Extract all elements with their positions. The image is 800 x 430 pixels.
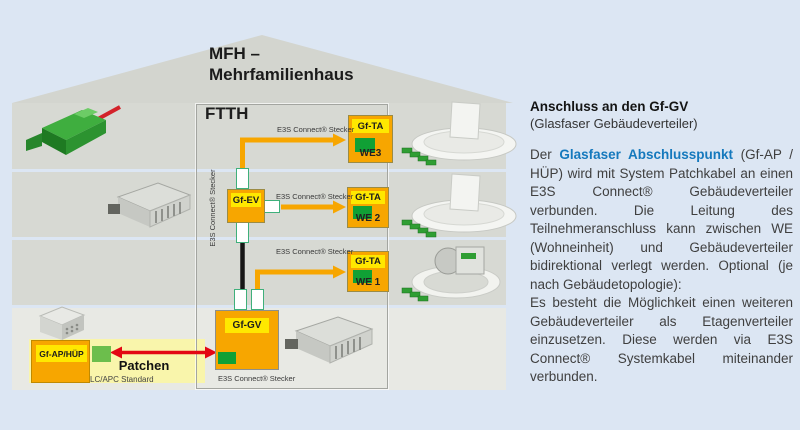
gf-ap-port — [92, 346, 111, 362]
sidebar-heading: Anschluss an den Gf-GV — [530, 99, 689, 114]
fiber-connector-photo — [26, 105, 121, 155]
stecker-label-we3: E3S Connect® Stecker — [277, 125, 355, 134]
gf-gv-label: Gf-GV — [225, 318, 269, 333]
e3s-connector-gv-left — [234, 289, 247, 310]
gf-gv-port — [218, 352, 236, 364]
roof-shape — [12, 35, 513, 103]
gf-ta-box-we2: Gf-TA WE 2 — [347, 187, 389, 228]
gf-ta-label: Gf-TA — [352, 119, 389, 133]
gf-gv-box: Gf-GV — [215, 310, 279, 370]
e3s-connector-ev-top — [236, 168, 249, 189]
wall-outlet-photo-we3 — [401, 101, 517, 166]
wall-outlet-photo-we2 — [401, 173, 517, 238]
stecker-label-gv: E3S Connect® Stecker — [218, 374, 296, 383]
sidebar-subheading: (Glasfaser Gebäudeverteiler) — [530, 116, 698, 131]
distribution-box-photo-bottom — [285, 316, 374, 364]
box-ribs — [155, 202, 181, 223]
house-title: MFH – Mehrfamilienhaus — [209, 43, 354, 85]
mini-front — [40, 316, 62, 340]
p1-after: (Gf-AP / HÜP) wird mit System Patchkabel… — [530, 147, 793, 292]
flush-box — [455, 246, 485, 275]
connector-side — [66, 120, 106, 155]
unit-label-we1: WE 1 — [355, 277, 381, 288]
box-cable-gland — [285, 339, 298, 349]
green-pigtails — [401, 147, 437, 166]
gf-ta-box-we3: Gf-TA WE3 — [348, 115, 393, 163]
outlet-plate — [449, 173, 481, 212]
e3s-connector-gv-right — [251, 289, 264, 310]
sidebar-paragraph-2: Es besteht die Möglichkeit einen weitere… — [530, 295, 793, 384]
e3s-connector-ev-right — [263, 200, 280, 213]
connector-front — [42, 128, 66, 155]
stecker-label-we2: E3S Connect® Stecker — [276, 192, 354, 201]
box-side — [329, 328, 373, 364]
green-pigtails — [401, 287, 429, 302]
gf-ap-box: Gf-AP/HÜP — [31, 340, 90, 383]
gf-ev-label: Gf-EV — [231, 193, 261, 207]
gf-ap-label: Gf-AP/HÜP — [36, 345, 87, 362]
stecker-label-vertical: E3S Connect® Stecker — [208, 169, 217, 247]
stecker-label-we1: E3S Connect® Stecker — [276, 247, 354, 256]
flush-box-label — [461, 253, 476, 259]
gf-ta-label: Gf-TA — [351, 255, 385, 268]
box-front — [118, 197, 150, 227]
box-ribs — [335, 337, 361, 359]
green-pigtails — [401, 219, 437, 238]
mini-distributor-photo — [38, 306, 86, 340]
red-fiber-cable — [97, 105, 121, 121]
distribution-box-photo-left — [108, 182, 192, 228]
unit-label-we2: WE 2 — [355, 213, 381, 224]
patch-standard-label: LC/APC Standard — [90, 375, 154, 384]
box-cable-gland — [108, 204, 120, 214]
house-title-line1: MFH – — [209, 44, 260, 63]
unit-label-we3: WE3 — [359, 148, 382, 159]
connector-boot — [26, 133, 42, 151]
patch-label: Patchen — [118, 358, 170, 373]
gf-ta-box-we1: Gf-TA WE 1 — [347, 251, 389, 292]
gf-ta-port — [353, 270, 372, 283]
house-title-line2: Mehrfamilienhaus — [209, 65, 354, 84]
house-roof — [12, 35, 513, 103]
p1-before: Der — [530, 147, 560, 162]
gf-ta-label: Gf-TA — [351, 191, 385, 204]
e3s-connector-ev-bottom — [236, 222, 249, 243]
outlet-plate — [449, 101, 481, 140]
connector-latch — [74, 108, 98, 118]
sidebar-text: Anschluss an den Gf-GV (Glasfaser Gebäud… — [530, 98, 793, 387]
ftth-frame — [196, 104, 388, 389]
gf-ta-port — [353, 206, 372, 219]
gf-ev-box: Gf-EV — [227, 189, 265, 223]
ftth-label: FTTH — [205, 104, 249, 123]
mini-ports — [65, 323, 79, 335]
sidebar-paragraph-1: Der Glasfaser Abschlusspunkt (Gf-AP / HÜ… — [530, 146, 793, 294]
p1-highlight: Glasfaser Abschlusspunkt — [559, 147, 734, 162]
ceiling-outlet-photo-we1 — [401, 246, 501, 302]
gf-ta-port — [355, 138, 375, 152]
connector-top — [42, 110, 106, 140]
box-front — [296, 331, 330, 363]
